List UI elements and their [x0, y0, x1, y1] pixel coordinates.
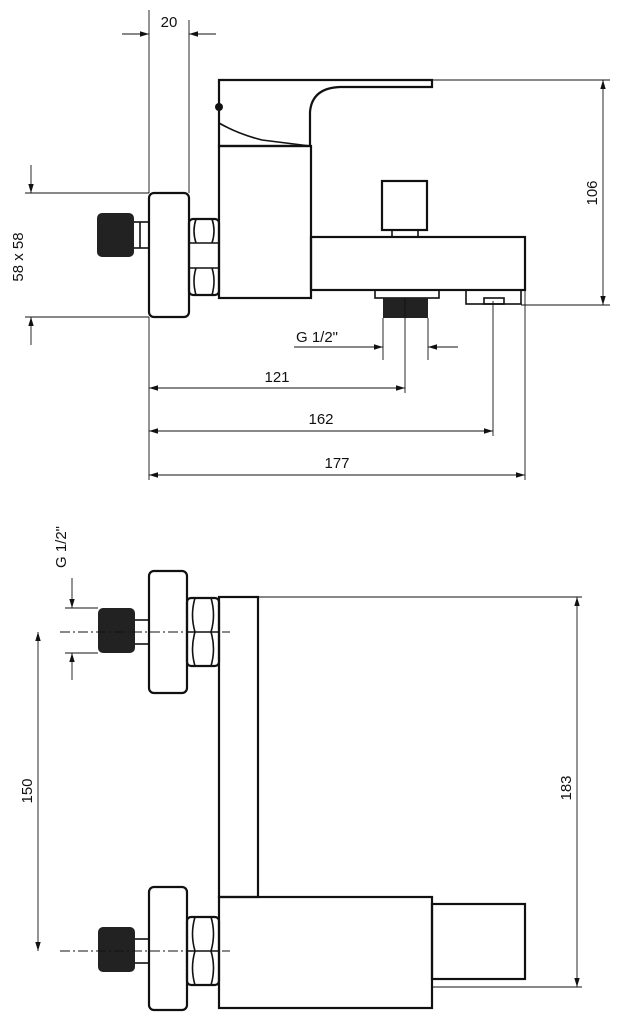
spout — [309, 235, 527, 292]
dim-label-thread-side: G 1/2" — [53, 526, 70, 568]
lever-handle — [215, 78, 434, 148]
dimension-162: 162 — [149, 301, 494, 436]
dimension-150: 150 — [19, 632, 41, 951]
dimension-20: 20 — [122, 10, 216, 193]
dim-label-183: 183 — [558, 775, 575, 800]
dimension-177: 177 — [149, 290, 526, 480]
dim-label-121: 121 — [264, 369, 289, 386]
spout-aerator — [465, 289, 522, 305]
diverter-knob — [380, 179, 429, 238]
lever-handle-side — [217, 595, 260, 899]
escutcheon-plate — [147, 191, 191, 319]
shower-outlet — [374, 289, 440, 318]
knurled-inlet — [97, 213, 149, 257]
spout-side — [430, 902, 527, 981]
hex-nut — [187, 217, 221, 297]
dimension-thread-side: G 1/2" — [53, 526, 98, 680]
dimension-58x58: 58 x 58 — [10, 165, 149, 345]
top-view: 20 58 x 58 106 G 1/2" — [10, 10, 610, 480]
dim-label-162: 162 — [308, 411, 333, 428]
dim-label-58x58: 58 x 58 — [10, 232, 27, 281]
dimension-121: 121 — [148, 298, 406, 480]
escutcheon-lower — [147, 885, 189, 1012]
dim-label-150: 150 — [19, 778, 36, 803]
knurled-inlet-lower — [98, 927, 149, 972]
dimension-106: 106 — [432, 79, 610, 306]
mixer-body — [217, 144, 313, 300]
dim-label-20: 20 — [161, 14, 178, 31]
side-view: G 1/2" 150 183 — [19, 526, 582, 1012]
knurled-inlet-upper — [98, 608, 149, 653]
dimension-thread-top: G 1/2" — [294, 318, 458, 360]
dim-label-177: 177 — [324, 455, 349, 472]
dimension-183: 183 — [258, 596, 582, 988]
mixer-body-side — [217, 895, 434, 1010]
dim-label-106: 106 — [584, 180, 601, 205]
dim-label-thread-top: G 1/2" — [296, 329, 338, 346]
